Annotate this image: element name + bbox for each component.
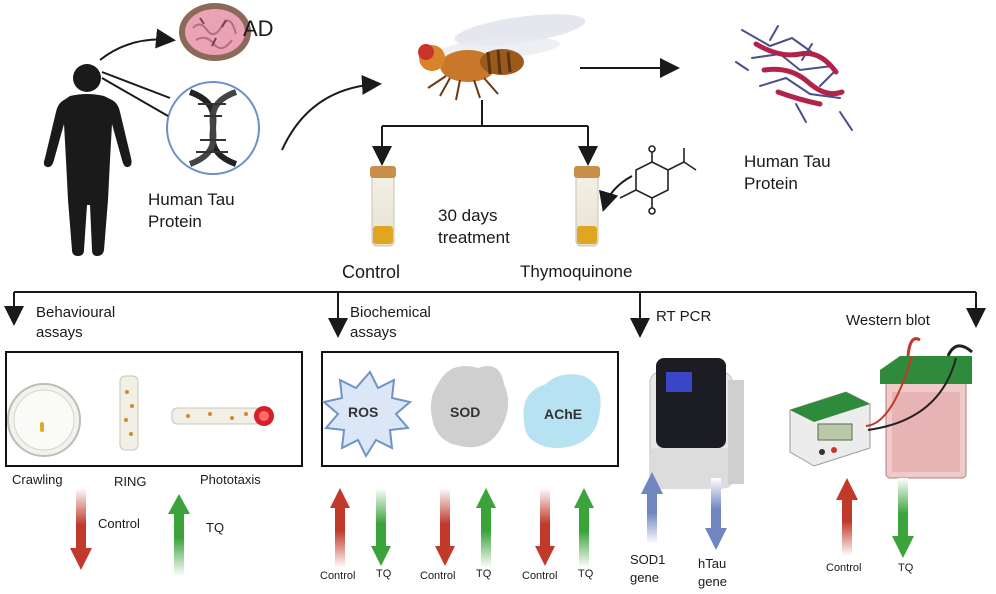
pcr-machine-icon (649, 358, 744, 489)
ache-blob-icon (523, 374, 601, 448)
human-tau-left-line1: Human Tau (148, 190, 235, 209)
ros-tq-label: TQ (376, 568, 392, 580)
ache-tq-up-arrow (574, 488, 594, 568)
crawling-label: Crawling (12, 472, 63, 487)
thymoquinone-molecule-icon (619, 145, 697, 215)
ros-burst-icon (321, 370, 413, 459)
brain-icon (179, 3, 251, 61)
human-tau-right-line2: Protein (744, 174, 798, 193)
sod-tq-up-arrow (476, 488, 496, 568)
human-tau-right-line1: Human Tau (744, 152, 831, 171)
biochemical-title-line1: Biochemical (350, 304, 431, 321)
arrow-to-brain (99, 28, 176, 61)
htau-gene-down-arrow (705, 478, 727, 550)
western-tq-down-arrow (892, 478, 914, 558)
behavioural-title-line2: assays (36, 324, 83, 341)
western-blot-apparatus-icon (789, 337, 973, 479)
ros-tq-down-arrow (371, 488, 391, 566)
sod-tq-label: TQ (476, 568, 492, 580)
western-tq-label: TQ (898, 562, 914, 574)
phototaxis-label: Phototaxis (200, 472, 261, 487)
behavioural-control-down-arrow (70, 488, 92, 570)
western-blot-title: Western blot (846, 312, 930, 329)
sod1-gene-line1: SOD1 (630, 552, 666, 567)
sod-control-down-arrow (435, 488, 455, 566)
sod-blob-icon (430, 366, 509, 448)
rtpcr-title: RT PCR (656, 308, 712, 325)
ache-tq-label: TQ (578, 568, 594, 580)
treatment-line2: treatment (438, 228, 510, 247)
biochemical-title-line2: assays (350, 324, 397, 341)
human-figure-icon (43, 64, 132, 256)
thymoquinone-vial-label: Thymoquinone (520, 262, 633, 281)
sod-control-label: Control (420, 570, 456, 582)
ros-control-up-arrow (330, 488, 350, 568)
htau-gene-line1: hTau (698, 556, 727, 571)
arrow-to-fly (281, 74, 382, 151)
ache-control-down-arrow (535, 488, 555, 566)
line-to-dna-1 (101, 71, 171, 99)
htau-gene-line2: gene (698, 574, 727, 589)
treatment-branch (372, 100, 598, 166)
phototaxis-tube-icon (171, 406, 274, 426)
ros-control-label: Control (320, 570, 356, 582)
control-vial-label: Control (342, 262, 401, 282)
biochemical-box (321, 351, 619, 467)
ache-control-label: Control (522, 570, 558, 582)
tau-protein-icon (735, 25, 853, 131)
petri-dish-icon (7, 383, 81, 457)
fruit-fly-icon (418, 14, 586, 101)
section-drop-arrows (4, 292, 986, 338)
behavioural-tq-label: TQ (206, 520, 225, 535)
sod1-gene-up-arrow (641, 472, 663, 544)
behavioural-box (5, 351, 303, 467)
line-to-dna-2 (101, 77, 169, 117)
behavioural-tq-up-arrow (168, 494, 190, 576)
ache-label: AChE (544, 406, 583, 422)
western-control-label: Control (826, 562, 862, 574)
western-control-up-arrow (836, 478, 858, 556)
control-vial-icon (370, 166, 396, 247)
thymoquinone-vial-icon (574, 166, 600, 247)
sod-label: SOD (450, 404, 481, 420)
arrow-molecule-to-vial (599, 175, 633, 212)
sod1-gene-line2: gene (630, 570, 659, 585)
behavioural-control-label: Control (98, 516, 140, 531)
behavioural-title-line1: Behavioural (36, 304, 116, 321)
treatment-line1: 30 days (438, 206, 498, 225)
ring-tube-icon (119, 375, 139, 451)
dna-icon (166, 81, 260, 175)
ad-label: AD (243, 16, 274, 41)
ring-label: RING (114, 474, 147, 489)
ros-label: ROS (348, 404, 379, 420)
human-tau-left-line2: Protein (148, 212, 202, 231)
